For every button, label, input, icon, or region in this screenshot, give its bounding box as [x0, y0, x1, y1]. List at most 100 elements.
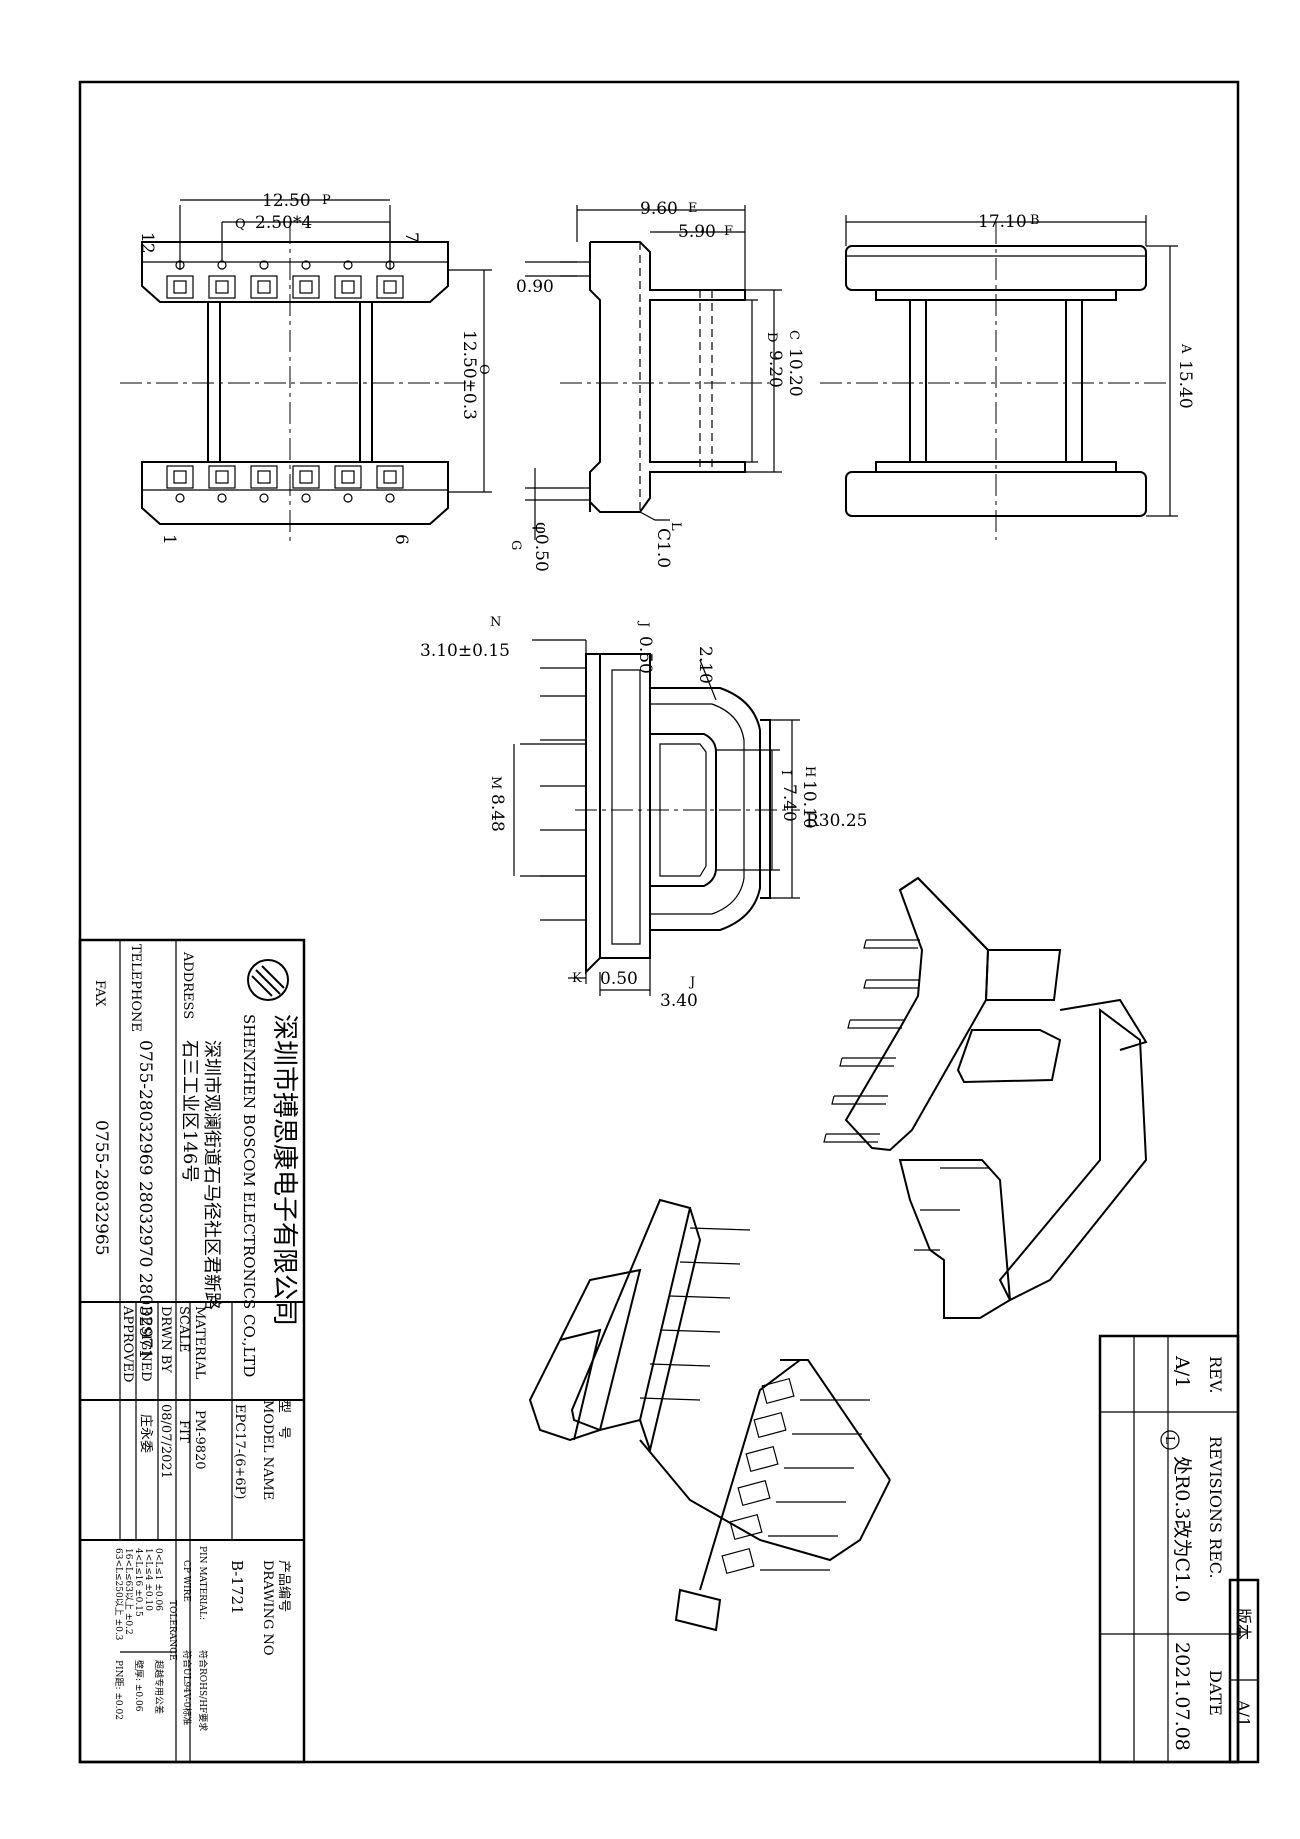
version-value: A/1 — [1234, 1699, 1253, 1727]
dim-pin-dia-marker: G — [508, 540, 523, 550]
drawing-value: B-1721 — [228, 1560, 246, 1615]
dim-chamfer-marker: L — [668, 522, 683, 531]
iso-view-2 — [528, 1198, 891, 1632]
top-view — [120, 199, 492, 545]
pin-number-6: 6 — [391, 534, 411, 545]
dim-wall: 0.50 — [635, 636, 655, 674]
designed-label: DESIGNED — [138, 1306, 153, 1382]
model-value: EPC17-(6+6P) — [232, 1404, 247, 1499]
company-name-en: SHENZHEN BOSCOM ELECTRONICS CO.,LTD — [240, 1014, 258, 1377]
scale-value: FIT — [176, 1420, 191, 1443]
tolerance-extra-2: 壁厚: ±0.06 — [133, 1660, 145, 1712]
material-label: MATERIAL — [192, 1306, 207, 1379]
address-line1: 深圳市观澜街道石马径社区君新路 — [201, 1040, 222, 1310]
tolerance-row-3: 4<L≤16 ±0.15 — [133, 1548, 143, 1617]
dim-side-inner: 5.90 — [678, 222, 716, 242]
dim-side-outer-marker: C — [786, 330, 801, 340]
dim-pin-step: 0.90 — [516, 277, 554, 297]
dim-pin-span: 8.48 — [487, 794, 507, 832]
dim-side-total-marker: E — [688, 201, 698, 216]
dim-window-inner: 7.40 — [779, 784, 799, 822]
dim-flange: 0.50 — [600, 969, 638, 989]
dim-side-inner-marker: F — [724, 224, 733, 239]
model-label-en: MODEL NAME — [260, 1400, 275, 1500]
tolerance-row-2: 1<L≤4 ±0.10 — [143, 1548, 153, 1611]
telephone-value: 0755-28032969 28032970 28032971 — [135, 1040, 155, 1359]
pin-material-label: PIN MATERIAL: — [197, 1546, 207, 1620]
pin-number-12: 12 — [137, 232, 157, 254]
fax-value: 0755-28032965 — [91, 1120, 111, 1256]
bottom-view — [513, 639, 800, 996]
drawing-border — [78, 80, 1240, 1764]
dim-front-width-marker: B — [1030, 213, 1040, 228]
tolerance-row-1: 0<L≤1 ±0.06 — [153, 1548, 163, 1611]
bottom-pin-squares — [166, 465, 404, 503]
top-pin-squares — [166, 260, 404, 299]
front-view — [820, 215, 1178, 540]
version-label: 版本 — [1234, 1608, 1253, 1640]
cp-wire-label: CP WIRE — [181, 1560, 191, 1602]
cp-wire-value: 符合UL94V-0标准 — [181, 1650, 193, 1725]
rev-label: REV. — [1206, 1356, 1225, 1394]
dim-window-outer-marker: H — [802, 766, 817, 777]
telephone-label: TELEPHONE — [128, 944, 143, 1032]
fax-label: FAX — [92, 980, 107, 1007]
tolerance-row-5: 63<L≤250以上 ±0.3 — [113, 1548, 124, 1641]
dim-pitch: 2.50*4 — [255, 213, 312, 233]
designed-value: 庄永委 — [138, 1414, 154, 1453]
dim-top-width-marker: P — [322, 193, 331, 208]
dim-pitch-marker: Q — [235, 217, 246, 232]
dim-radius: R30.25 — [806, 811, 867, 831]
tolerance-extra-3: PIN距: ±0.02 — [113, 1660, 124, 1720]
dim-window-outer: 10.10 — [799, 780, 819, 829]
dim-window-inner-marker: I — [778, 770, 793, 775]
model-label-cn: 型 号 — [276, 1400, 291, 1439]
revisions-label: REVISIONS REC. — [1206, 1436, 1225, 1579]
dim-bottom-pin-offset: 3.10±0.15 — [420, 641, 510, 661]
company-block — [78, 938, 306, 1764]
address-line2: 石三工业区146号 — [179, 1040, 200, 1182]
date-label: DATE — [1206, 1670, 1225, 1716]
dim-base-w-marker: J — [688, 975, 695, 990]
tolerance-row-4: 16<L≤63以上 ±0.2 — [123, 1548, 134, 1635]
pin-material-value: 符合ROHS/HF要求 — [197, 1650, 209, 1731]
pin-number-7: 7 — [401, 232, 421, 243]
scale-label: SCALE — [176, 1306, 191, 1352]
dim-top-width: 12.50 — [262, 191, 311, 211]
dim-side-inner-h-marker: D — [764, 332, 779, 342]
dim-front-height-marker: A — [1178, 343, 1193, 354]
dim-side-inner-h: 9.20 — [765, 350, 785, 388]
dim-height-marker: O — [476, 364, 491, 375]
rev-value: A/1 — [1171, 1355, 1193, 1388]
dim-chamfer: C1.0 — [653, 528, 673, 568]
pin-number-1: 1 — [159, 534, 179, 545]
dim-front-width: 17.10 — [978, 212, 1027, 232]
address-label: ADDRESS — [180, 951, 195, 1019]
drawing-label-en: DRAWING NO — [260, 1560, 275, 1656]
dim-pin-dia: φ0.50 — [531, 522, 551, 572]
revisions-marker: L — [1163, 1436, 1177, 1444]
revisions-value: 处R0.3改为C1.0 — [1171, 1456, 1193, 1602]
revisions-marker-circle — [1160, 1430, 1180, 1450]
dim-pin-span-marker: M — [488, 776, 503, 789]
dim-flange-marker: K — [572, 971, 582, 986]
iso-view-1 — [823, 876, 1148, 1319]
material-value: PM-9820 — [192, 1410, 207, 1470]
dim-side-total: 9.60 — [640, 199, 678, 219]
drawn-value: 08/07/2021 — [158, 1404, 173, 1479]
dim-base-w: 3.40 — [660, 991, 698, 1011]
company-name-cn: 深圳市搏思康电子有限公司 — [269, 1014, 299, 1326]
dim-bottom-pin-offset-marker: N — [490, 615, 501, 630]
drawing-label-cn: 产品编号 — [276, 1560, 291, 1612]
dim-front-height: 15.40 — [1175, 360, 1195, 409]
date-value: 2021.07.08 — [1171, 1642, 1193, 1751]
approved-label: APPROVED — [120, 1305, 135, 1382]
dim-window-r: 2.10 — [695, 646, 715, 684]
tolerance-label: TOLERANCE — [167, 1600, 177, 1661]
dim-height: 12.50±0.3 — [459, 330, 479, 420]
revision-block — [1098, 1334, 1260, 1764]
drawn-label: DRWN BY — [158, 1306, 173, 1373]
side-view — [525, 205, 782, 540]
tolerance-extra-1: 超越专用公差 — [153, 1660, 165, 1714]
